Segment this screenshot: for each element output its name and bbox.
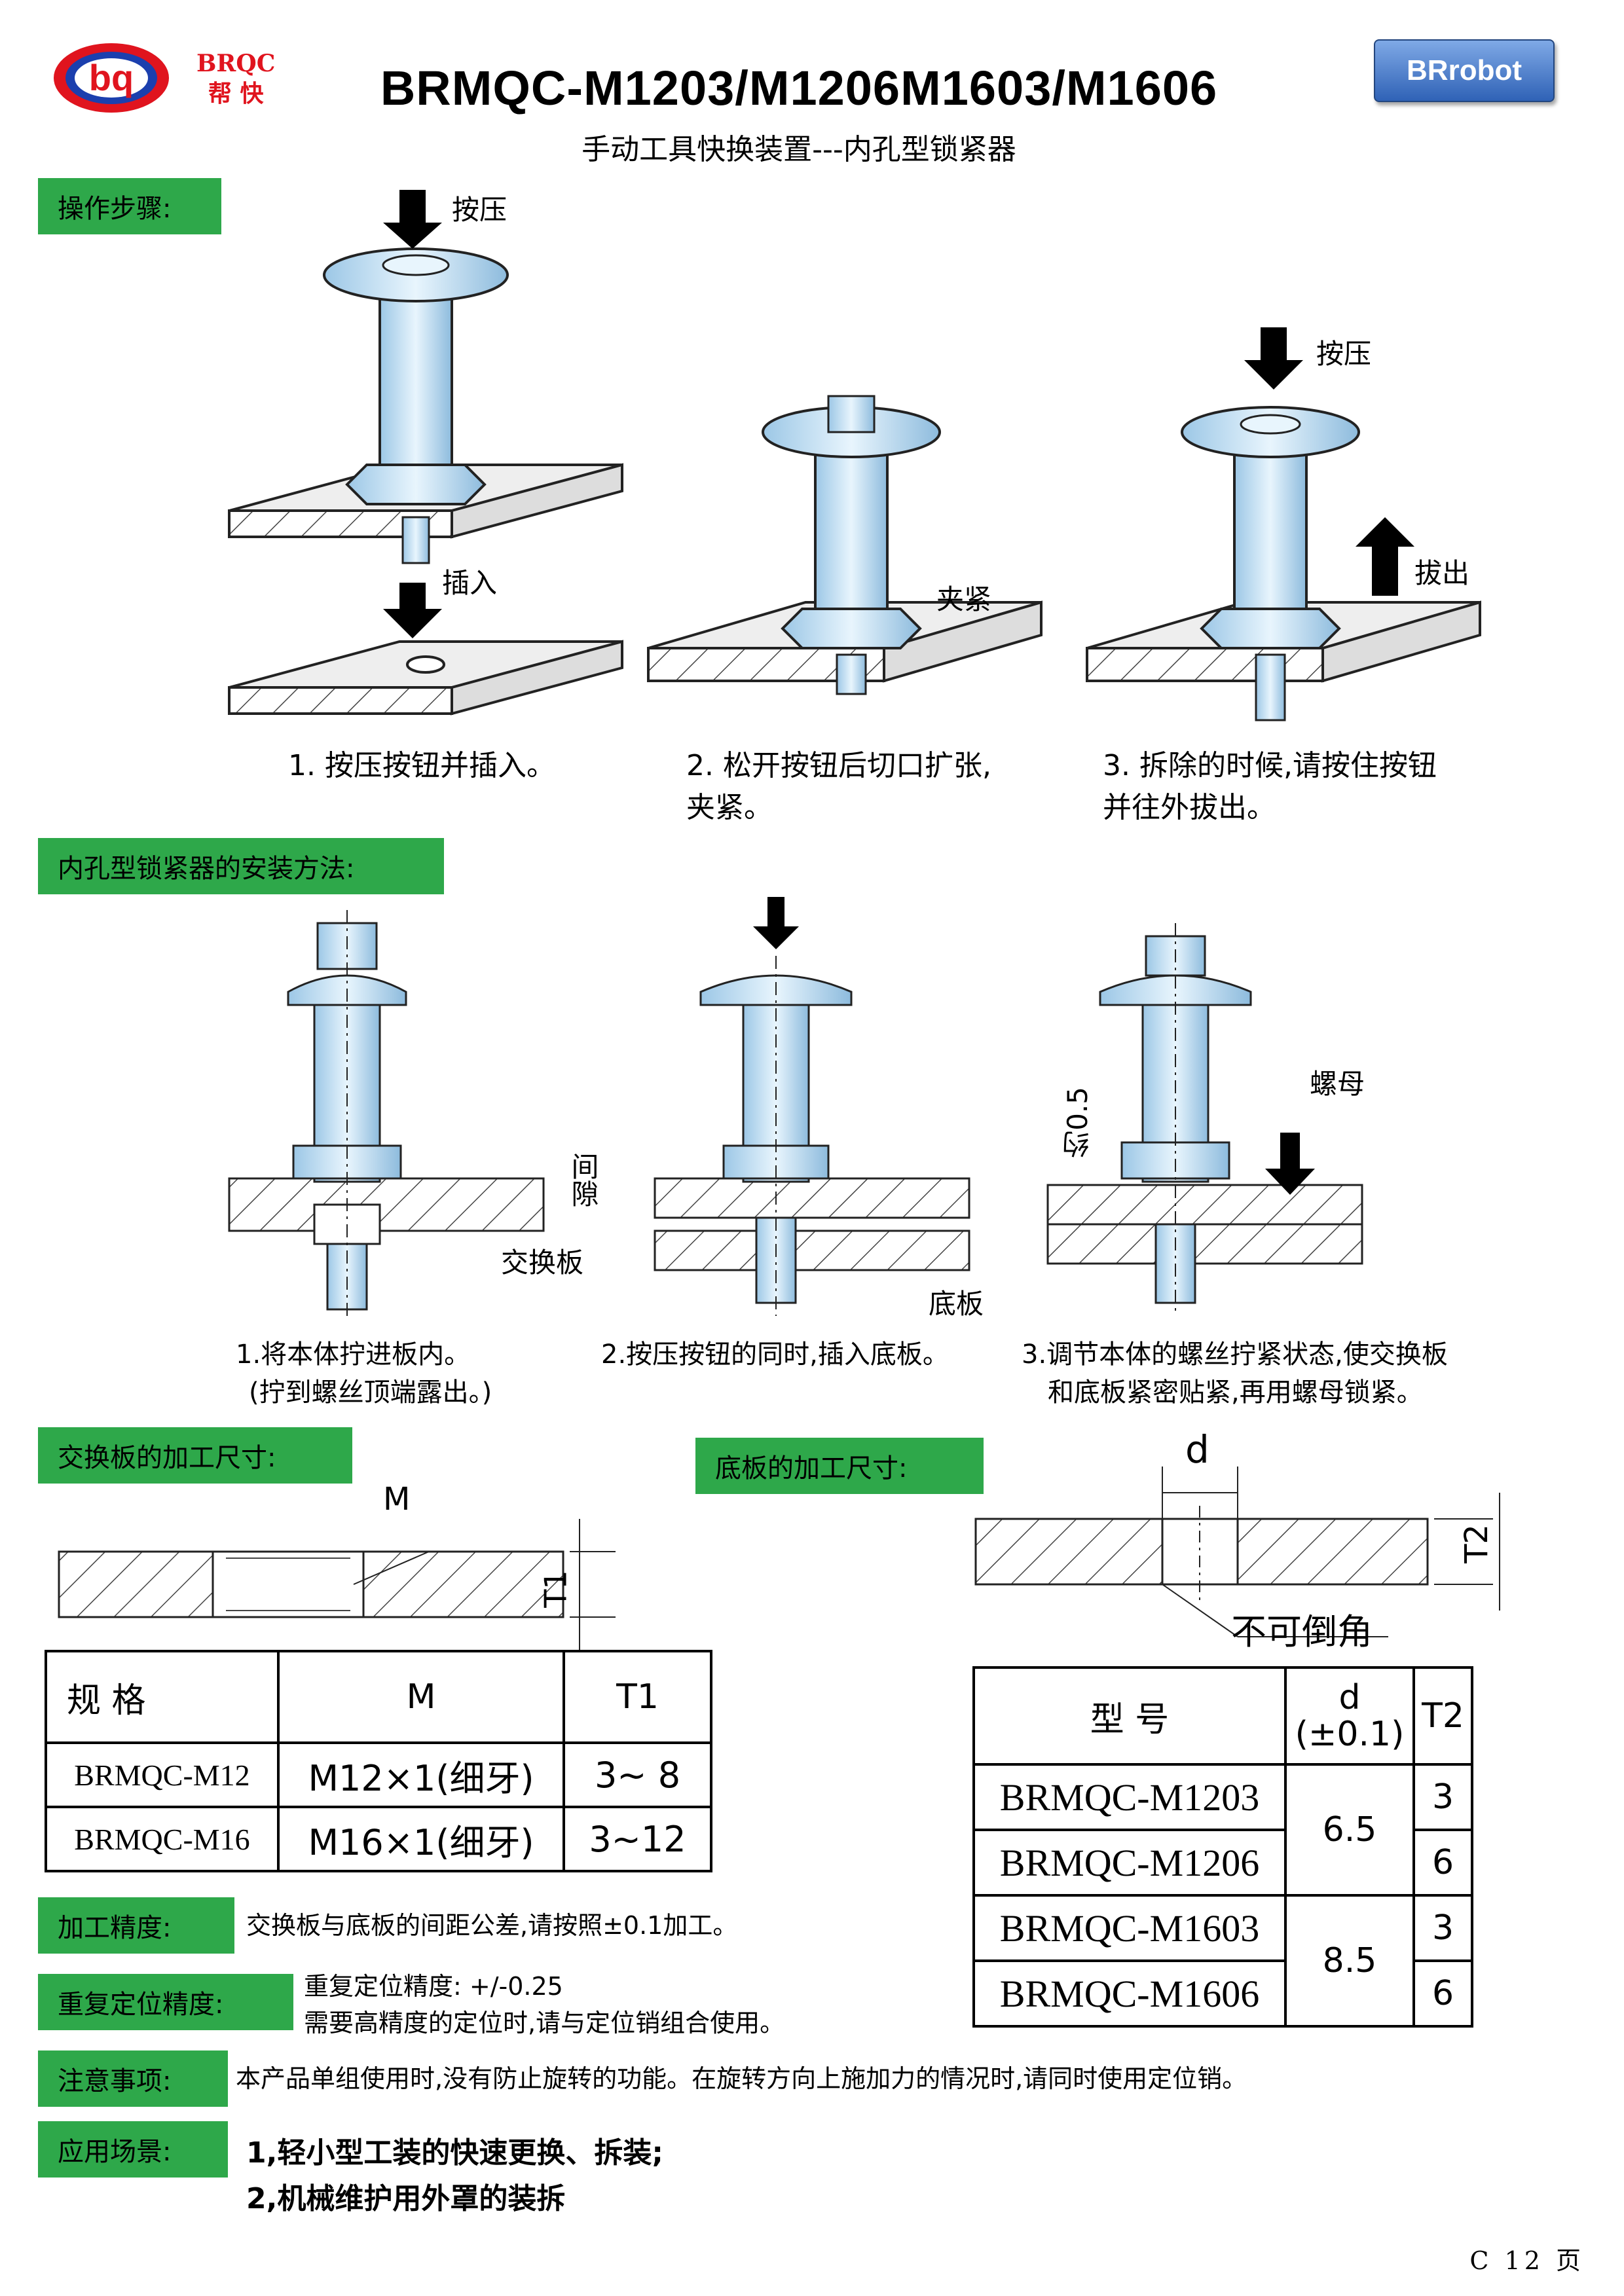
brand-name: BRQC 帮 快 xyxy=(196,48,275,109)
label-press: 按压 xyxy=(452,194,507,226)
base-row2-t2: 6 xyxy=(1412,1829,1473,1897)
base-row4-t2: 6 xyxy=(1412,1959,1473,2028)
base-drawing xyxy=(974,1467,1500,1637)
brand-logo: bq xyxy=(54,43,169,113)
label-gap: 间隙 xyxy=(567,1152,599,1207)
ops-illustration: 按压 插入 夹紧 按压 拔出 xyxy=(228,190,1481,721)
base-row1-model: BRMQC-M1203 xyxy=(972,1763,1287,1831)
page-number: C 12 页 xyxy=(1469,2246,1585,2275)
install-step1-b: (拧到螺丝顶端露出。) xyxy=(249,1377,492,1408)
ops-heading: 操作步骤: xyxy=(38,178,221,234)
exchange-row1-model: BRMQC-M12 xyxy=(45,1741,280,1808)
base-heading: 底板的加工尺寸: xyxy=(695,1438,984,1494)
exchange-heading: 交换板的加工尺寸: xyxy=(38,1427,352,1484)
label-base: 底板 xyxy=(929,1288,984,1320)
label-press2: 按压 xyxy=(1316,338,1371,370)
brand-cn: 帮 快 xyxy=(208,80,264,107)
base-row3-model: BRMQC-M1603 xyxy=(972,1894,1287,1962)
step2-figure xyxy=(647,395,1043,695)
page-title: BRMQC-M1203/M1206M1603/M1606 xyxy=(380,61,1218,115)
exchange-header-m: M xyxy=(277,1650,565,1744)
step3-figure xyxy=(1086,327,1481,721)
application-label: 应用场景: xyxy=(38,2121,228,2178)
label-clamp: 夹紧 xyxy=(936,583,991,615)
brand-en: BRQC xyxy=(196,50,276,77)
step2-caption-2: 夹紧。 xyxy=(686,791,773,824)
base-header-d-tol: (±0.1) xyxy=(1295,1715,1405,1754)
application-item-1: 1,轻小型工装的快速更换、拆装; xyxy=(246,2136,663,2170)
exchange-header-t1: T1 xyxy=(563,1650,712,1744)
base-d-65: 6.5 xyxy=(1284,1763,1415,1897)
base-header-d: d (±0.1) xyxy=(1284,1666,1415,1766)
install-step2: 2.按压按钮的同时,插入底板。 xyxy=(601,1339,949,1370)
repeat-text-2: 需要高精度的定位时,请与定位销组合使用。 xyxy=(304,2009,785,2037)
exchange-row1-m: M12×1(细牙) xyxy=(277,1741,565,1808)
step1-caption: 1. 按压按钮并插入。 xyxy=(288,749,555,782)
caution-text: 本产品单组使用时,没有防止旋转的功能。在旋转方向上施加力的情况时,请同时使用定位… xyxy=(236,2064,1247,2093)
exchange-row2-m: M16×1(细牙) xyxy=(277,1806,565,1872)
precision-label: 加工精度: xyxy=(38,1897,234,1954)
exchange-table: 规 格 M T1 BRMQC-M12 M12×1(细牙) 3~ 8 BRMQC-… xyxy=(45,1650,712,1872)
base-row4-model: BRMQC-M1606 xyxy=(972,1959,1287,2028)
base-header-d-symbol: d xyxy=(1338,1678,1361,1717)
repeat-label: 重复定位精度: xyxy=(38,1974,293,2030)
label-t1: T1 xyxy=(538,1570,574,1608)
base-d-85: 8.5 xyxy=(1284,1894,1415,2028)
caution-label: 注意事项: xyxy=(38,2050,228,2107)
label-pull: 拔出 xyxy=(1414,557,1469,589)
base-table: 型 号 d (±0.1) T2 BRMQC-M1203 6.5 3 BRMQC-… xyxy=(972,1666,1473,2028)
exchange-row1-t1: 3~ 8 xyxy=(563,1741,712,1808)
base-header-model: 型 号 xyxy=(972,1666,1287,1766)
base-row2-model: BRMQC-M1206 xyxy=(972,1829,1287,1897)
exchange-header-spec: 规 格 xyxy=(45,1650,280,1744)
label-no-chamfer: 不可倒角 xyxy=(1231,1611,1373,1652)
label-insert: 插入 xyxy=(442,567,497,599)
label-t2: T2 xyxy=(1458,1524,1495,1563)
install-step3-b: 和底板紧密贴紧,再用螺母锁紧。 xyxy=(1048,1377,1423,1408)
exchange-row2-model: BRMQC-M16 xyxy=(45,1806,280,1872)
step3-caption-2: 并往外拔出。 xyxy=(1103,791,1276,824)
exchange-drawing xyxy=(58,1519,616,1650)
logo-text: bq xyxy=(89,57,134,98)
brrobot-button[interactable]: BRrobot xyxy=(1374,39,1555,102)
label-m: M xyxy=(383,1481,411,1518)
install-step1-a: 1.将本体拧进板内。 xyxy=(236,1339,471,1370)
precision-text: 交换板与底板的间距公差,请按照±0.1加工。 xyxy=(246,1911,738,1940)
step1-figure xyxy=(228,190,623,716)
page-subtitle: 手动工具快换装置---内孔型锁紧器 xyxy=(581,133,1016,166)
install-heading: 内孔型锁紧器的安装方法: xyxy=(38,838,444,894)
exchange-row2-t1: 3~12 xyxy=(563,1806,712,1872)
base-row3-t2: 3 xyxy=(1412,1894,1473,1962)
label-nut: 螺母 xyxy=(1310,1068,1365,1100)
step3-caption-1: 3. 拆除的时候,请按住按钮 xyxy=(1103,749,1437,782)
label-d: d xyxy=(1185,1427,1209,1472)
install-step3-a: 3.调节本体的螺丝拧紧状态,使交换板 xyxy=(1022,1339,1448,1370)
base-header-t2: T2 xyxy=(1412,1666,1473,1766)
step2-caption-1: 2. 松开按钮后切口扩张, xyxy=(686,749,991,782)
label-approx: 约0.5 xyxy=(1061,1087,1094,1158)
application-item-2: 2,机械维护用外罩的装拆 xyxy=(246,2182,566,2215)
label-plate: 交换板 xyxy=(501,1247,584,1279)
base-row1-t2: 3 xyxy=(1412,1763,1473,1831)
install-illustration xyxy=(228,897,1363,1316)
repeat-text-1: 重复定位精度: +/-0.25 xyxy=(304,1972,563,2001)
